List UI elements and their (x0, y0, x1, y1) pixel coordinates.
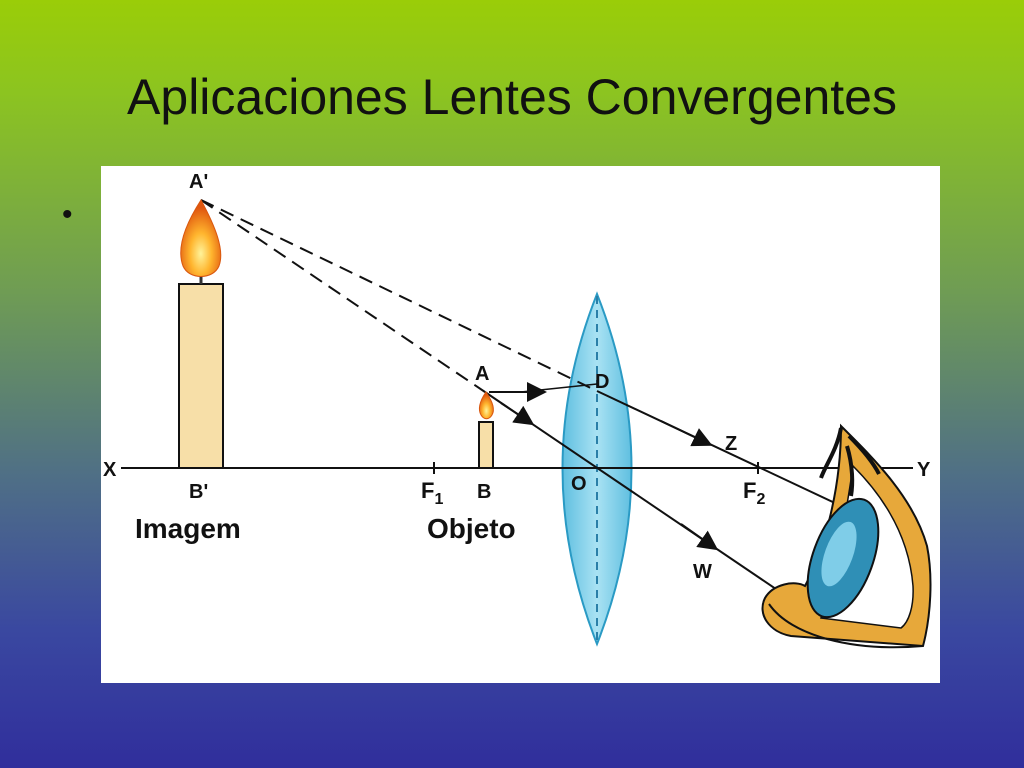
label-lens-center: O (571, 473, 587, 495)
slide-title: Aplicaciones Lentes Convergentes (127, 69, 897, 125)
image-flame (180, 199, 222, 277)
object-candle (478, 421, 494, 469)
lens-diagram: A' B' A B X Y F1 F2 O D Z W Imagem Objet… (101, 166, 940, 683)
label-ray-z: Z (725, 433, 737, 455)
caption-image: Imagem (135, 513, 241, 544)
bullet-point: • (62, 198, 73, 231)
label-focus-2: F2 (743, 478, 765, 508)
ray-w-arrow-2 (680, 523, 719, 551)
virtual-ray-2 (200, 199, 486, 393)
label-axis-x: X (103, 459, 117, 481)
image-candle (178, 283, 224, 469)
ray-w-arrow (500, 402, 535, 426)
label-object-base: B (477, 481, 491, 503)
ray-refracted-z (596, 390, 872, 521)
object-flame (478, 391, 494, 420)
label-object-top: A (475, 363, 489, 385)
label-focus-1: F1 (421, 478, 443, 508)
ray-z-arrow (660, 420, 713, 447)
eye-illustration (761, 423, 932, 649)
ray-parallel-lens (520, 383, 598, 393)
lens-diagram-svg: A' B' A B X Y F1 F2 O D Z W Imagem Objet… (103, 171, 932, 649)
label-image-top: A' (189, 171, 208, 193)
label-lens-point: D (595, 371, 609, 393)
virtual-ray-1 (200, 199, 598, 392)
label-axis-y: Y (917, 459, 931, 481)
label-image-base: B' (189, 481, 208, 503)
label-ray-w: W (693, 561, 712, 583)
ray-center-w (484, 391, 802, 607)
caption-object: Objeto (427, 513, 516, 544)
